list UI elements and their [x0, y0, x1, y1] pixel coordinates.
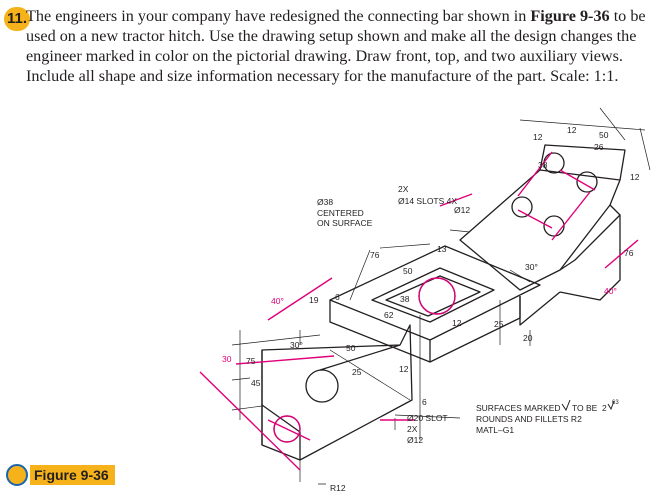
problem-statement: The engineers in your company have redes…	[26, 6, 654, 86]
dim-12-d: 12	[452, 318, 462, 328]
slot-hole-b	[543, 215, 565, 237]
dim-50-c: 50	[346, 343, 356, 353]
slot-hole-a	[511, 196, 533, 218]
finish-num-sup: 63	[612, 400, 619, 406]
dim-50: 50	[599, 130, 609, 140]
surfaces-note-3: ROUNDS AND FILLETS R2	[476, 414, 582, 424]
slot-hole-d	[576, 171, 598, 193]
slots-note-3: Ø12	[454, 205, 470, 215]
center-block-top	[329, 245, 541, 341]
figure-caption-text: Figure 9-36	[30, 465, 115, 485]
dim-13: 13	[437, 244, 447, 254]
dim-38-a: 38	[538, 160, 548, 170]
dim-62: 62	[384, 310, 394, 320]
radius-note: R12	[330, 483, 346, 493]
dim-38-b: 38	[400, 294, 410, 304]
dim-45: 45	[251, 378, 261, 388]
dim-40deg-a: 40°	[271, 296, 284, 306]
finish-mark-icon	[607, 400, 615, 411]
dim-12-e: 12	[399, 364, 409, 374]
surfaces-note-2: TO BE	[572, 403, 598, 413]
problem-number: 11.	[4, 7, 30, 31]
finish-num-small: 2	[602, 403, 607, 413]
figure-badge-icon	[6, 464, 28, 486]
dim-75: 75	[246, 356, 256, 366]
dim-25: 25	[494, 319, 504, 329]
dim-20: 20	[523, 333, 533, 343]
center-hole-note-2: CENTERED	[317, 208, 364, 218]
design-changes	[199, 151, 639, 471]
surfaces-note-1: SURFACES MARKED	[476, 403, 561, 413]
dim-30deg-b: 30°	[290, 340, 303, 350]
dim-50-b: 50	[403, 266, 413, 276]
slot-bottom-note-2: 2X	[407, 424, 418, 434]
lower-boss	[305, 369, 339, 403]
slots-note-1: 2X	[398, 184, 409, 194]
figure-reference: Figure 9-36	[530, 7, 610, 25]
slot-bottom-note-1: Ø20 SLOT	[407, 413, 448, 423]
center-hole-note-1: Ø38	[317, 197, 333, 207]
upper-arm-outline	[459, 169, 621, 291]
dim-76-b: 76	[624, 248, 634, 258]
problem-text-before: The engineers in your company have redes…	[26, 7, 531, 25]
dim-6-a: 6	[335, 292, 340, 302]
dim-25-b: 25	[352, 367, 362, 377]
dim-12-a: 12	[533, 132, 543, 142]
finish-mark-icon	[561, 399, 571, 412]
dim-12-b: 12	[567, 125, 577, 135]
dim-30-a: 30	[222, 354, 232, 364]
slots-note-2: Ø14 SLOTS 4X	[398, 196, 457, 206]
surfaces-note-4: MATL–G1	[476, 425, 514, 435]
figure-caption: Figure 9-36	[6, 462, 115, 488]
dim-19: 19	[309, 295, 319, 305]
dim-76-a: 76	[370, 250, 380, 260]
dim-12-c: 12	[630, 172, 640, 182]
center-hole-note-3: ON SURFACE	[317, 218, 373, 228]
dimension-labels: 12 12 50 26 12 38 76 13 50 6 19 38 62 12…	[222, 125, 640, 407]
problem-text-after: to be used on a new tractor hitch. Use t…	[26, 7, 646, 85]
callout-notes: Ø38 CENTERED ON SURFACE 2X Ø14 SLOTS 4X …	[317, 184, 619, 493]
dim-6-b: 6	[422, 397, 427, 407]
dim-26: 26	[594, 142, 604, 152]
slot-bottom-note-3: Ø12	[407, 435, 423, 445]
dim-40deg-b: 40°	[604, 286, 617, 296]
dim-30deg-a: 30°	[525, 262, 538, 272]
